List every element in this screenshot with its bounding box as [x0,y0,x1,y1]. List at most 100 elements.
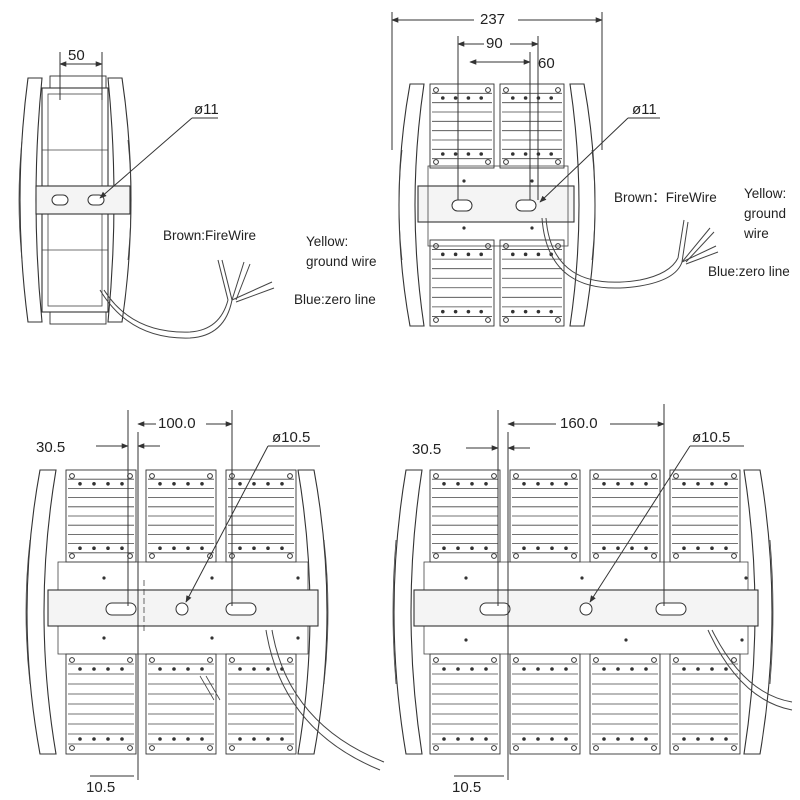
view-top-left: 50 ø11 Brown:FireWire Yellow: ground wir… [18,47,377,339]
fin-dot [484,667,488,671]
screw-hole [433,159,439,165]
wire-yellow-line2: ground [744,206,786,221]
fin-dot [550,482,554,486]
wire-yellow-line1: Yellow: [306,234,348,249]
fin-dot [724,546,728,550]
fin-module [429,469,501,563]
fin-dot [456,546,460,550]
fin-dot [456,667,460,671]
fin-dot [511,309,515,314]
fin-dot [442,482,446,486]
fin-dot [522,546,526,550]
view-bottom-left: 100.0 30.5 ø10.5 10.5 [25,410,385,796]
screw-hole [593,473,599,479]
fin-dot [682,482,686,486]
view-top-right: 237 90 60 ø11 Brown：FireWire Yellow: gro… [391,8,790,327]
fin-dot [470,546,474,550]
fin-dot [172,546,176,550]
screw-hole [593,553,599,559]
screw-hole [651,745,657,751]
fin-dot [470,737,474,741]
screw-hole [287,473,293,479]
dim-spacing-label: 100.0 [158,415,196,432]
fin-dot [523,309,528,314]
screw-hole [433,745,439,751]
fin-dot [453,96,458,100]
fin-dot [536,737,540,741]
fin-dot [466,96,471,100]
screw-hole [433,473,439,479]
fin-dot [186,546,190,550]
dim-60-label: 60 [538,55,555,72]
screw-hole [485,87,491,93]
fin-dot [92,737,96,741]
fin-dot [200,737,204,741]
fin-dot [550,667,554,671]
screw-hole [491,745,497,751]
dim-hole-label: ø11 [194,101,219,118]
fin-dot [630,482,634,486]
fin-dot [280,737,284,741]
fin-dot [470,482,474,486]
screw-hole [555,317,561,323]
fin-dot [120,737,124,741]
fin-dot [724,482,728,486]
fin-dot [523,152,528,156]
screw-hole [127,745,133,751]
screw-hole [731,745,737,751]
wire-brown-label: Brown:FireWire [163,228,256,243]
fin-dot [682,737,686,741]
fin-module [145,469,217,563]
dim-hole-label: ø10.5 [272,429,310,446]
screw-hole [571,473,577,479]
fin-dot [710,546,714,550]
screw-hole [555,159,561,165]
screw-hole [69,553,75,559]
fin-dot [158,667,162,671]
fin-module [589,653,661,755]
fin-dot [238,737,242,741]
screw-hole [513,473,519,479]
fin-dot [602,482,606,486]
wire-yellow-label: Yellow: ground wire [306,234,377,269]
screw-hole [287,553,293,559]
fin-module [225,469,297,563]
fin-dot [92,667,96,671]
screw-hole [513,657,519,663]
screw-hole [433,317,439,323]
fin-dot [252,737,256,741]
fin-dot [92,546,96,550]
screw-hole [149,553,155,559]
wire-blue-label: Blue:zero line [294,292,376,307]
fin-dot [120,482,124,486]
fin-module [145,653,217,755]
fin-module-outline [429,239,495,327]
fin-dot [644,667,648,671]
screw-hole [571,657,577,663]
screw-hole [485,159,491,165]
screw-hole [503,87,509,93]
wire-yellow-label: Yellow: ground wire [743,186,790,241]
fin-dot [172,482,176,486]
fin-dot [441,96,445,100]
fin-dot [466,309,471,314]
fin-dot [106,667,110,671]
fin-dot [266,667,270,671]
dim-total-label: 237 [480,11,505,28]
fin-dot [564,737,568,741]
screw-hole [229,657,235,663]
fin-dot [186,667,190,671]
fin-dot [238,482,242,486]
fin-dot [536,252,541,257]
fin-dot [602,737,606,741]
dim-hole-label: ø10.5 [692,429,730,446]
fin-module [429,83,495,169]
screw-hole [731,473,737,479]
fin-dot [442,667,446,671]
fin-dot [682,546,686,550]
fin-dot [630,737,634,741]
screw-hole [207,745,213,751]
fin-dot [522,667,526,671]
screw-hole [485,317,491,323]
fin-dot [186,482,190,486]
